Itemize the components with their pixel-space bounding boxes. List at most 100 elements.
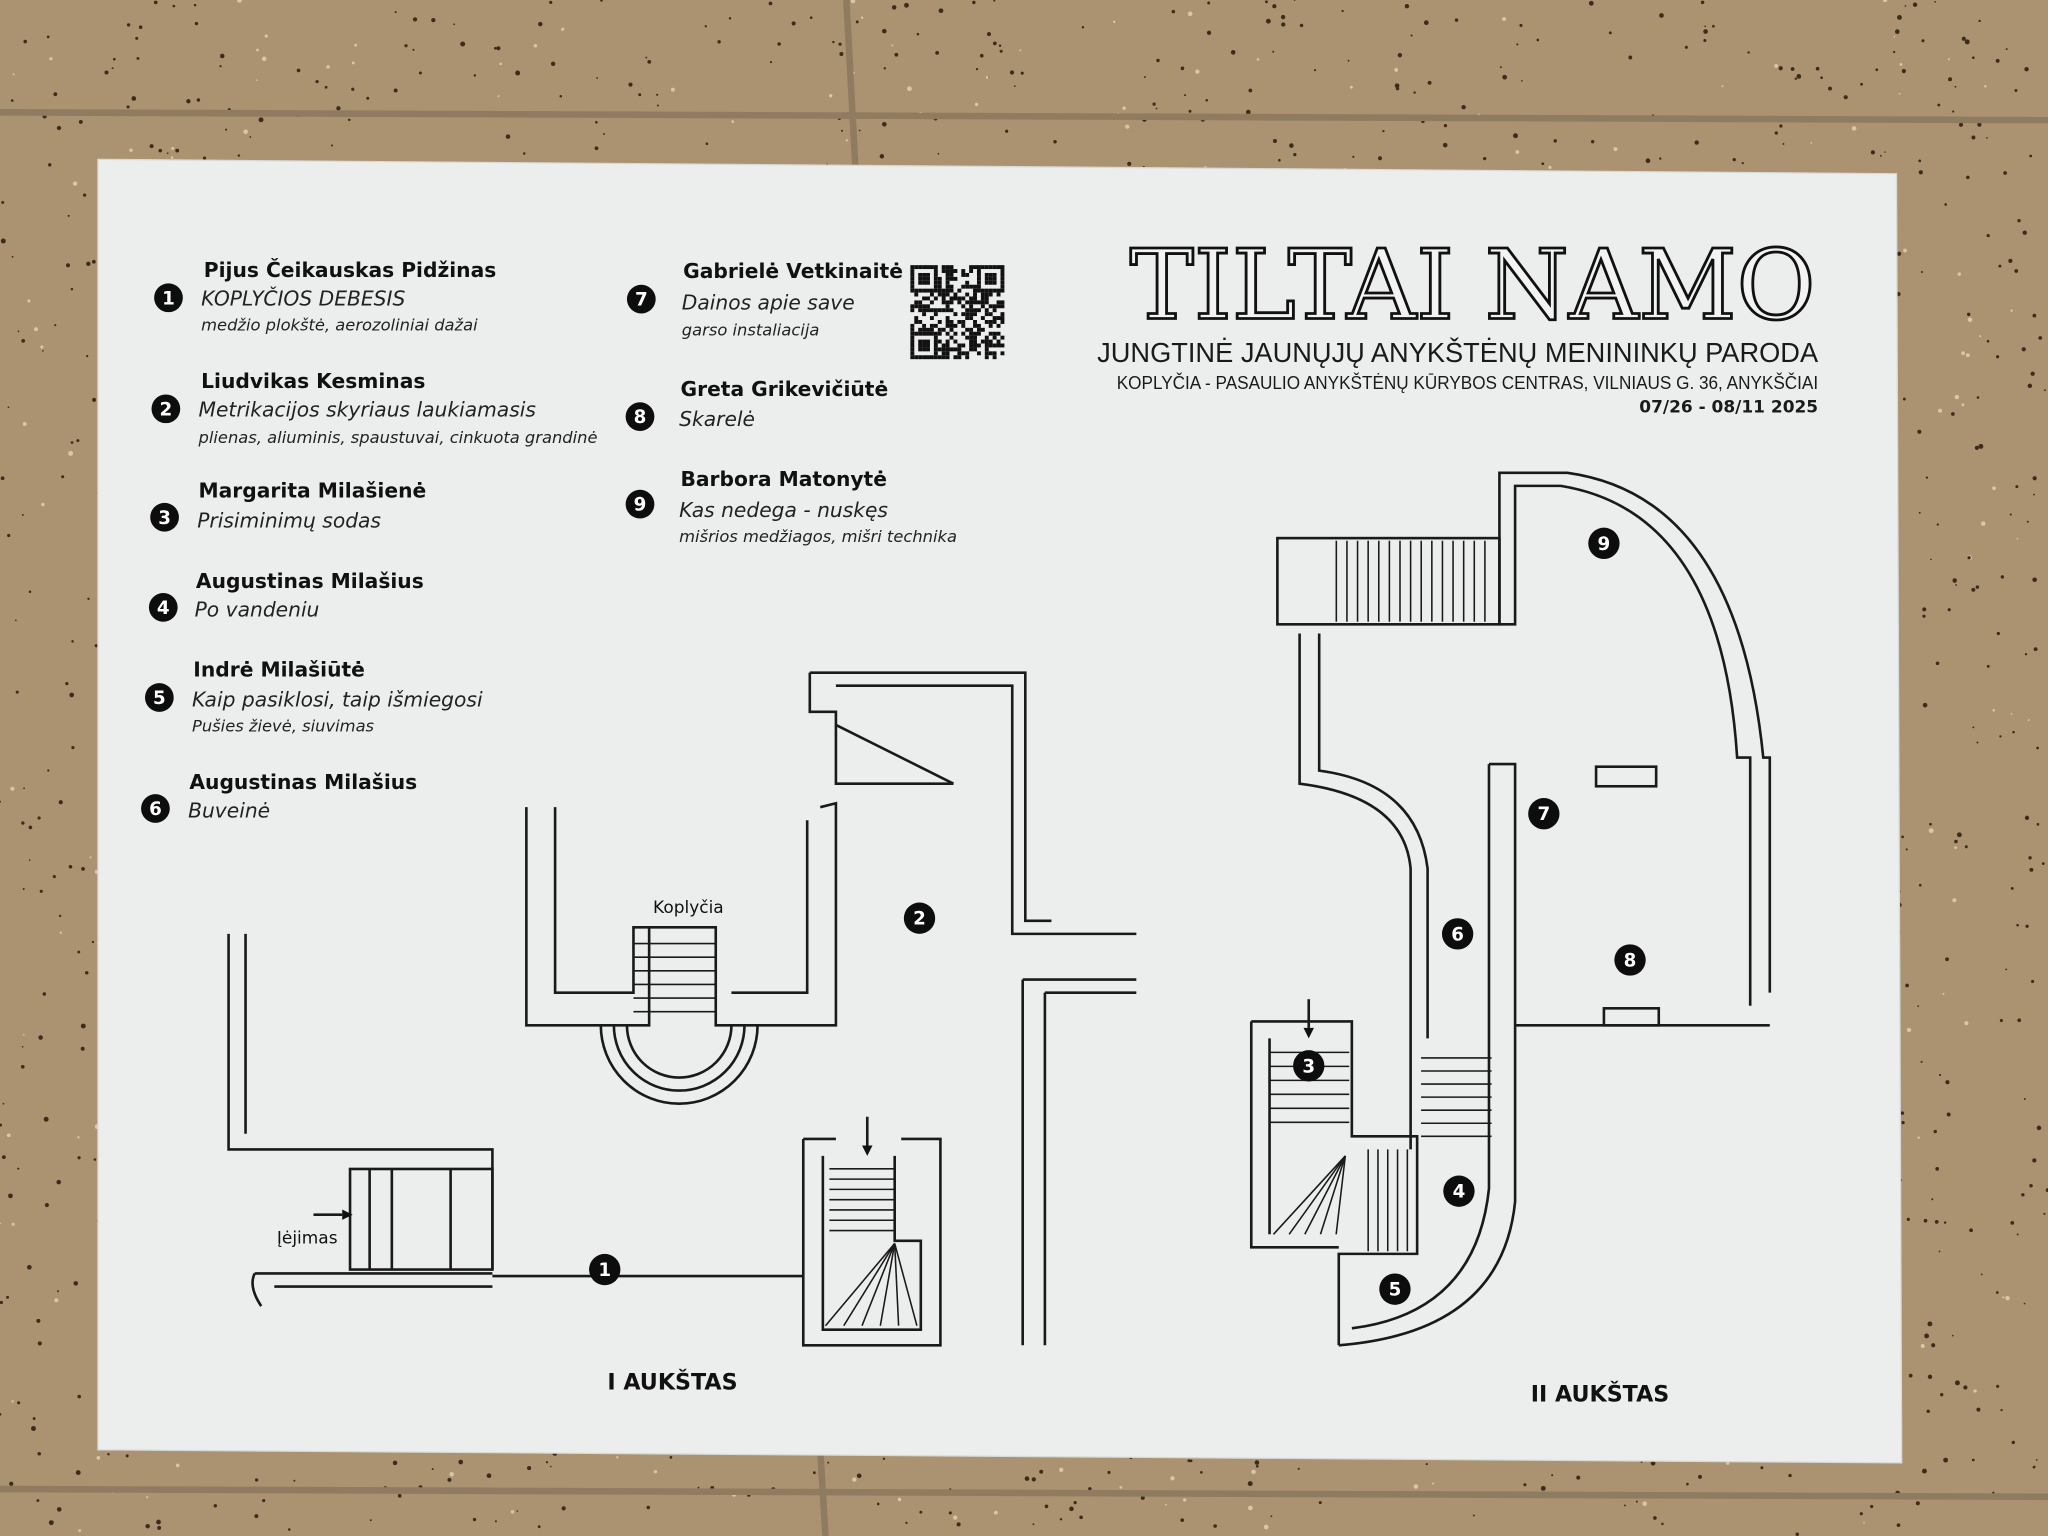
speckle: [136, 56, 140, 60]
qr-module: [914, 355, 919, 360]
qr-module: [992, 272, 997, 277]
staircase: [1335, 540, 1486, 622]
speckle: [1188, 109, 1192, 113]
qr-module: [984, 292, 989, 297]
speckle: [86, 261, 91, 266]
qr-module: [910, 265, 915, 270]
speckle: [89, 856, 92, 859]
speckle: [881, 121, 887, 127]
speckle: [53, 92, 58, 97]
qr-module: [965, 335, 970, 340]
speckle: [1156, 58, 1160, 63]
speckle: [1059, 1518, 1063, 1521]
speckle: [1903, 248, 1907, 253]
speckle: [431, 1468, 434, 1471]
qr-module: [969, 284, 974, 289]
speckle: [1782, 143, 1785, 145]
speckle: [777, 42, 781, 46]
qr-module: [973, 343, 977, 348]
speckle: [839, 51, 844, 56]
speckle: [1352, 155, 1355, 158]
qr-module: [949, 308, 954, 313]
speckle: [1472, 1514, 1475, 1517]
qr-module: [929, 292, 934, 297]
qr-module: [922, 331, 927, 336]
speckle: [1942, 992, 1945, 995]
speckle: [473, 74, 477, 77]
speckle: [48, 1520, 54, 1526]
speckle: [91, 940, 95, 944]
qr-module: [988, 304, 993, 309]
speckle: [1171, 9, 1176, 14]
speckle: [70, 441, 74, 444]
speckle: [1247, 1505, 1253, 1511]
qr-module: [933, 265, 938, 270]
qr-code-icon[interactable]: [910, 265, 1005, 360]
speckle: [11, 1400, 14, 1403]
speckle: [1397, 52, 1403, 58]
speckle: [40, 345, 44, 349]
speckle: [1297, 1467, 1300, 1470]
speckle: [351, 61, 355, 65]
speckle: [27, 299, 31, 303]
speckle: [1698, 1474, 1702, 1479]
artwork-material: mišrios medžiagos, mišri technika: [679, 527, 957, 546]
qr-module: [961, 343, 966, 348]
qr-module: [910, 355, 915, 360]
speckle: [1966, 312, 1971, 317]
speckle: [0, 476, 5, 481]
qr-module: [953, 292, 958, 297]
qr-module: [984, 276, 989, 281]
speckle: [653, 1470, 658, 1474]
speckle: [11, 1222, 15, 1226]
speckle: [1170, 1476, 1175, 1481]
down-arrow-icon: [1303, 999, 1314, 1039]
speckle: [515, 70, 521, 76]
qr-module: [926, 339, 930, 344]
svg-text:9: 9: [634, 495, 647, 516]
speckle: [538, 21, 543, 27]
speckle: [972, 0, 976, 5]
qr-module: [918, 320, 923, 324]
qr-module: [980, 296, 985, 301]
speckle: [647, 59, 652, 64]
speckle: [1790, 67, 1795, 71]
speckle: [1413, 1484, 1419, 1489]
speckle: [431, 17, 436, 23]
speckle: [27, 1264, 32, 1270]
qr-module: [1000, 343, 1005, 348]
speckle: [196, 98, 201, 102]
speckle: [1986, 339, 1990, 343]
speckle: [561, 27, 565, 31]
speckle: [1516, 43, 1519, 46]
speckle: [77, 1156, 81, 1160]
speckle: [1972, 726, 1975, 729]
speckle: [882, 28, 887, 34]
qr-module: [933, 276, 938, 281]
qr-module: [929, 288, 934, 293]
speckle: [1951, 1334, 1954, 1337]
speckle: [1899, 63, 1903, 66]
speckle: [2036, 823, 2040, 826]
speckle: [1924, 1333, 1930, 1339]
svg-text:3: 3: [1302, 1056, 1315, 1077]
speckle: [1918, 511, 1921, 514]
speckle: [17, 1167, 20, 1170]
speckle: [1934, 1, 1936, 3]
speckle: [594, 146, 599, 151]
svg-text:7: 7: [635, 290, 648, 311]
speckle: [393, 88, 398, 93]
qr-module: [969, 308, 974, 313]
speckle: [10, 99, 14, 102]
speckle: [1119, 1486, 1123, 1489]
qr-module: [992, 276, 997, 281]
speckle: [1053, 139, 1057, 144]
qr-module: [976, 269, 981, 273]
marker-5-icon: 5: [1379, 1273, 1411, 1305]
speckle: [1920, 1060, 1923, 1063]
legend-item-2: 2 Liudvikas Kesminas Metrikacijos skyria…: [151, 369, 598, 447]
speckle: [1794, 77, 1798, 81]
speckle: [1967, 556, 1971, 560]
qr-module: [910, 335, 915, 340]
